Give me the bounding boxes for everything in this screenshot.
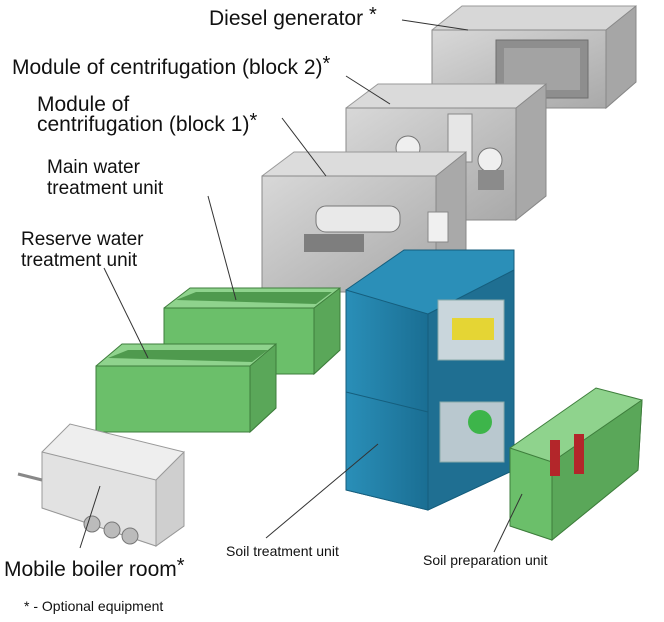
label-centrifugation-block2: Module of centrifugation (block 2)* [12, 53, 331, 79]
reserve-water-container [95, 342, 277, 434]
label-diesel-generator: Diesel generator * [209, 4, 377, 30]
label-centrifugation-block1-line2: centrifugation (block 1)* [37, 110, 258, 136]
footnote-optional-equipment: * - Optional equipment [24, 598, 164, 614]
leader-lines [79, 19, 523, 553]
mobile-boiler-trailer [17, 423, 185, 547]
label-reserve-water-line2: treatment unit [21, 250, 138, 271]
soil-treatment-container [345, 249, 515, 511]
label-soil-preparation-unit: Soil preparation unit [423, 552, 548, 568]
label-main-water-line2: treatment unit [47, 178, 164, 199]
label-reserve-water-line1: Reserve water [21, 229, 144, 250]
label-mobile-boiler-room: Mobile boiler room* [4, 555, 185, 581]
label-centrifugation-block1-line1: Module of [37, 93, 130, 116]
label-main-water-line1: Main water [47, 157, 140, 178]
label-soil-treatment-unit: Soil treatment unit [226, 543, 339, 559]
diesel-generator-container [431, 4, 637, 110]
soil-preparation-container [509, 387, 643, 542]
